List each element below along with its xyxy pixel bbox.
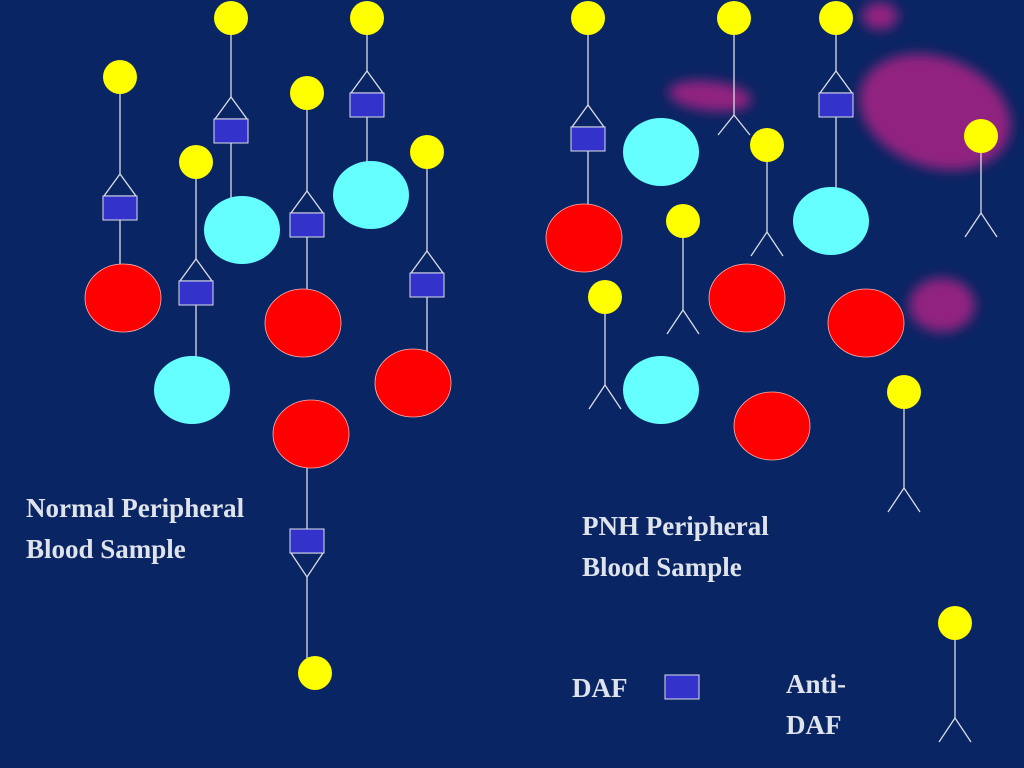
- red-blood-cell: [84, 263, 162, 333]
- antibody-bead: [588, 280, 622, 314]
- antibody-bead: [750, 128, 784, 162]
- antibody-arm: [818, 69, 854, 94]
- blurred-cell: [862, 2, 898, 30]
- antibody-bead: [103, 60, 137, 94]
- white-blood-cell: [204, 196, 280, 264]
- normal-label-line-1: Normal Peripheral: [26, 493, 245, 523]
- connector-line: [666, 309, 684, 335]
- red-blood-cell: [264, 288, 342, 358]
- daf-square: [289, 528, 325, 554]
- daf-square: [289, 212, 325, 238]
- daf-square: [178, 280, 214, 306]
- connector-line: [980, 212, 998, 238]
- blurred-cell: [668, 80, 752, 112]
- antibody-bead: [666, 204, 700, 238]
- antibody-bead: [214, 1, 248, 35]
- daf-square: [818, 92, 854, 118]
- antibody-arm: [349, 69, 385, 94]
- antibody-bead: [819, 1, 853, 35]
- daf-legend-text: DAF: [572, 673, 628, 703]
- daf-molecules: [102, 92, 854, 700]
- antibody-bead: [964, 119, 998, 153]
- normal-label-line-2: Blood Sample: [26, 533, 186, 564]
- anti-daf-line-1: Anti-: [786, 669, 846, 699]
- white-blood-cell: [333, 161, 409, 229]
- antibody-bead: [571, 1, 605, 35]
- daf-square: [349, 92, 385, 118]
- connector-line: [717, 114, 735, 136]
- antibody-bead: [350, 1, 384, 35]
- cells: [84, 118, 905, 469]
- antibody-bead: [290, 76, 324, 110]
- anti-daf-line-2: DAF: [786, 709, 842, 740]
- red-blood-cell: [272, 399, 350, 469]
- antibody-arm: [289, 189, 325, 214]
- pnh-sample-label: PNH Peripheral Blood Sample: [582, 506, 769, 587]
- daf-square: [102, 195, 138, 221]
- anti-daf-legend-label: Anti- DAF: [786, 664, 846, 745]
- connector-line: [733, 114, 751, 136]
- connector-line: [750, 231, 768, 257]
- pnh-label-line-1: PNH Peripheral: [582, 511, 769, 541]
- antibody-bead: [717, 1, 751, 35]
- connector-line: [887, 487, 905, 513]
- antibody-arm: [289, 552, 325, 579]
- connector-line: [903, 487, 921, 513]
- daf-square: [664, 674, 700, 700]
- connector-line: [604, 384, 622, 410]
- connector-line: [938, 717, 956, 743]
- antibody-arm: [213, 95, 249, 120]
- red-blood-cell: [733, 391, 811, 461]
- red-blood-cell: [374, 348, 452, 418]
- antibody-bead: [887, 375, 921, 409]
- antibody-arm: [409, 249, 445, 274]
- connector-line: [588, 384, 606, 410]
- connector-line: [954, 717, 972, 743]
- antibody-arm: [102, 172, 138, 197]
- antibody-beads: [103, 1, 998, 690]
- daf-square: [409, 272, 445, 298]
- antibody-bead: [298, 656, 332, 690]
- blurred-cell: [859, 53, 1011, 171]
- white-blood-cell: [623, 118, 699, 186]
- antibody-bead: [410, 135, 444, 169]
- red-blood-cell: [827, 288, 905, 358]
- white-blood-cell: [154, 356, 230, 424]
- white-blood-cell: [793, 187, 869, 255]
- daf-legend-label: DAF: [572, 668, 628, 709]
- antibody-arm: [570, 103, 606, 128]
- antibody-bead: [938, 606, 972, 640]
- pnh-label-line-2: Blood Sample: [582, 551, 742, 582]
- antibody-bead: [179, 145, 213, 179]
- blurred-cell: [909, 278, 975, 332]
- antibody-arm: [178, 257, 214, 282]
- connector-line: [766, 231, 784, 257]
- daf-square: [570, 126, 606, 152]
- blurred-cells: [668, 2, 1011, 332]
- normal-sample-label: Normal Peripheral Blood Sample: [26, 488, 244, 569]
- connector-line: [964, 212, 982, 238]
- red-blood-cell: [708, 263, 786, 333]
- daf-square: [213, 118, 249, 144]
- red-blood-cell: [545, 203, 623, 273]
- connector-line: [682, 309, 700, 335]
- white-blood-cell: [623, 356, 699, 424]
